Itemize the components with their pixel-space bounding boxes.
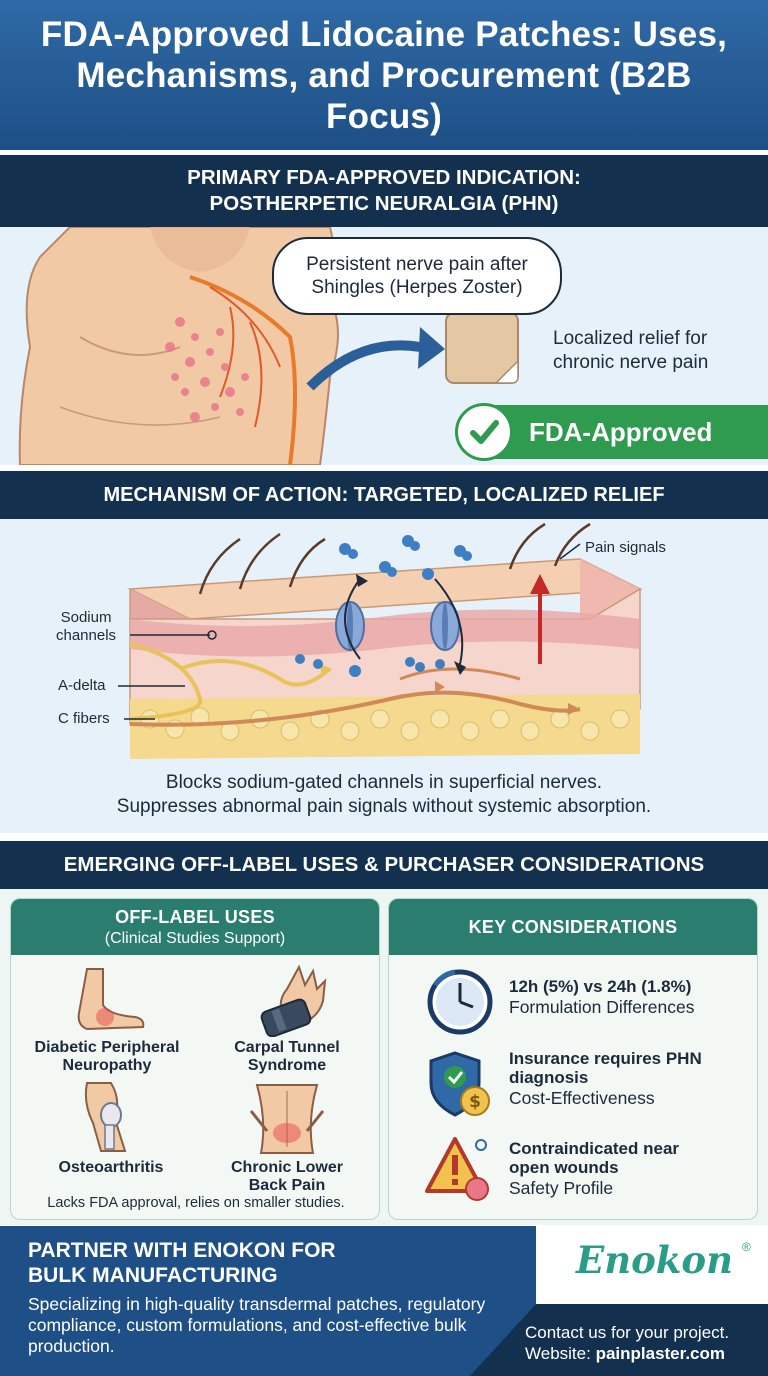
key-considerations-card: KEY CONSIDERATIONS 12h (5%) vs 24h (1.8%… bbox=[388, 898, 758, 1220]
use-back-line1: Chronic Lower bbox=[230, 1159, 343, 1176]
relief-text: Localized relief for chronic nerve pain bbox=[553, 327, 708, 375]
sodium-channels-label: Sodium channels bbox=[56, 609, 116, 645]
fda-badge-label: FDA-Approved bbox=[529, 416, 713, 447]
caption-line1: Blocks sodium-gated channels in superfic… bbox=[165, 772, 603, 793]
offlabel-card-header: OFF-LABEL USES (Clinical Studies Support… bbox=[11, 899, 379, 955]
offlabel-card-title: OFF-LABEL USES bbox=[115, 906, 275, 927]
pain-signals-label: Pain signals bbox=[585, 539, 666, 556]
consideration-insurance: Insurance requires PHN diagnosis Cost-Ef… bbox=[509, 1049, 749, 1109]
registered-mark: ® bbox=[742, 1240, 751, 1254]
knee-icon bbox=[84, 1082, 127, 1152]
foot-icon bbox=[77, 968, 145, 1031]
footer-contact: Contact us for your project. Website: pa… bbox=[525, 1322, 729, 1364]
consideration-safety: Contraindicated near open wounds Safety … bbox=[509, 1139, 749, 1199]
section-heading-offlabel: EMERGING OFF-LABEL USES & PURCHASER CONS… bbox=[0, 841, 768, 889]
use-osteoarthritis-line1: Osteoarthritis bbox=[58, 1159, 164, 1176]
section-heading-mechanism: MECHANISM OF ACTION: TARGETED, LOCALIZED… bbox=[0, 471, 768, 519]
speech-line2: Shingles (Herpes Zoster) bbox=[311, 277, 523, 298]
indication-heading-line2: POSTHERPETIC NEURALGIA (PHN) bbox=[209, 192, 559, 215]
contact-line: Contact us for your project. bbox=[525, 1323, 730, 1342]
insurance-normal: Cost-Effectiveness bbox=[509, 1088, 655, 1108]
offlabel-heading: EMERGING OFF-LABEL USES & PURCHASER CONS… bbox=[63, 853, 705, 876]
lower-back-icon bbox=[249, 1084, 325, 1154]
c-fibers-label: C fibers bbox=[58, 710, 110, 727]
use-diabetic-line2: Neuropathy bbox=[62, 1057, 152, 1074]
mechanism-panel: Sodium channels A-delta C fibers Pain si… bbox=[0, 519, 768, 833]
offlabel-uses-card: OFF-LABEL USES (Clinical Studies Support… bbox=[10, 898, 380, 1220]
use-carpal-line1: Carpal Tunnel bbox=[234, 1039, 340, 1056]
clock-icon bbox=[427, 969, 493, 1035]
footer-title: PARTNER WITH ENOKON FOR BULK MANUFACTURI… bbox=[28, 1238, 336, 1288]
offlabel-card-subtitle: (Clinical Studies Support) bbox=[104, 929, 286, 947]
mechanism-heading: MECHANISM OF ACTION: TARGETED, LOCALIZED… bbox=[103, 483, 665, 506]
page-title: FDA-Approved Lidocaine Patches: Uses, Me… bbox=[40, 14, 728, 136]
use-osteoarthritis: Osteoarthritis bbox=[21, 1159, 201, 1177]
torso-illustration bbox=[18, 227, 519, 465]
fda-approved-badge: FDA-Approved bbox=[455, 403, 768, 461]
skin-cross-section-diagram bbox=[118, 522, 643, 759]
wrist-brace-icon bbox=[260, 965, 327, 1037]
footer-title-line1: PARTNER WITH ENOKON FOR bbox=[28, 1239, 336, 1262]
speech-line1: Persistent nerve pain after bbox=[306, 254, 528, 275]
considerations-card-title: KEY CONSIDERATIONS bbox=[468, 916, 678, 937]
enokon-logo: Enokon bbox=[576, 1238, 733, 1282]
footer: PARTNER WITH ENOKON FOR BULK MANUFACTURI… bbox=[0, 1226, 768, 1376]
use-carpal-tunnel: Carpal Tunnel Syndrome bbox=[197, 1039, 377, 1075]
consideration-formulation: 12h (5%) vs 24h (1.8%) Formulation Diffe… bbox=[509, 977, 749, 1018]
a-delta-label: A-delta bbox=[58, 677, 106, 694]
svg-text:$: $ bbox=[469, 1092, 481, 1112]
offlabel-footnote: Lacks FDA approval, relies on smaller st… bbox=[47, 1195, 345, 1211]
sodium-line1: Sodium bbox=[60, 609, 112, 626]
sodium-line2: channels bbox=[56, 627, 117, 644]
relief-line1: Localized relief for bbox=[553, 328, 708, 349]
footer-accent bbox=[470, 1304, 768, 1376]
insurance-bold: Insurance requires PHN bbox=[509, 1049, 702, 1068]
warning-icon bbox=[425, 1137, 489, 1201]
page-header: FDA-Approved Lidocaine Patches: Uses, Me… bbox=[0, 0, 768, 150]
formulation-normal: Formulation Differences bbox=[509, 997, 695, 1017]
use-back-line2: Back Pain bbox=[248, 1177, 326, 1194]
considerations-card-header: KEY CONSIDERATIONS bbox=[389, 899, 757, 955]
caption-line2: Suppresses abnormal pain signals without… bbox=[116, 796, 652, 817]
use-diabetic-line1: Diabetic Peripheral bbox=[34, 1039, 180, 1056]
logo-box bbox=[536, 1226, 768, 1304]
section-heading-indication: PRIMARY FDA-APPROVED INDICATION: POSTHER… bbox=[0, 155, 768, 227]
speech-bubble: Persistent nerve pain after Shingles (He… bbox=[272, 237, 562, 315]
shield-dollar-icon: $ bbox=[429, 1051, 490, 1117]
footer-description: Specializing in high-quality transdermal… bbox=[28, 1294, 486, 1356]
website-link[interactable]: painplaster.com bbox=[595, 1344, 725, 1363]
relief-line2: chronic nerve pain bbox=[553, 352, 709, 373]
safety-bold2: open wounds bbox=[509, 1158, 619, 1177]
footer-title-line2: BULK MANUFACTURING bbox=[28, 1264, 278, 1287]
use-diabetic-neuropathy: Diabetic Peripheral Neuropathy bbox=[17, 1039, 197, 1075]
mechanism-caption: Blocks sodium-gated channels in superfic… bbox=[0, 771, 768, 819]
use-carpal-line2: Syndrome bbox=[247, 1057, 327, 1074]
indication-panel: Persistent nerve pain after Shingles (He… bbox=[0, 227, 768, 465]
indication-heading-line1: PRIMARY FDA-APPROVED INDICATION: bbox=[187, 166, 581, 189]
safety-normal: Safety Profile bbox=[509, 1178, 614, 1198]
formulation-bold: 12h (5%) vs 24h (1.8%) bbox=[509, 977, 692, 996]
use-chronic-back-pain: Chronic Lower Back Pain bbox=[197, 1159, 377, 1195]
website-label: Website: bbox=[525, 1344, 591, 1363]
check-icon bbox=[455, 403, 513, 461]
safety-bold: Contraindicated near bbox=[509, 1139, 680, 1158]
insurance-bold2: diagnosis bbox=[509, 1068, 589, 1087]
